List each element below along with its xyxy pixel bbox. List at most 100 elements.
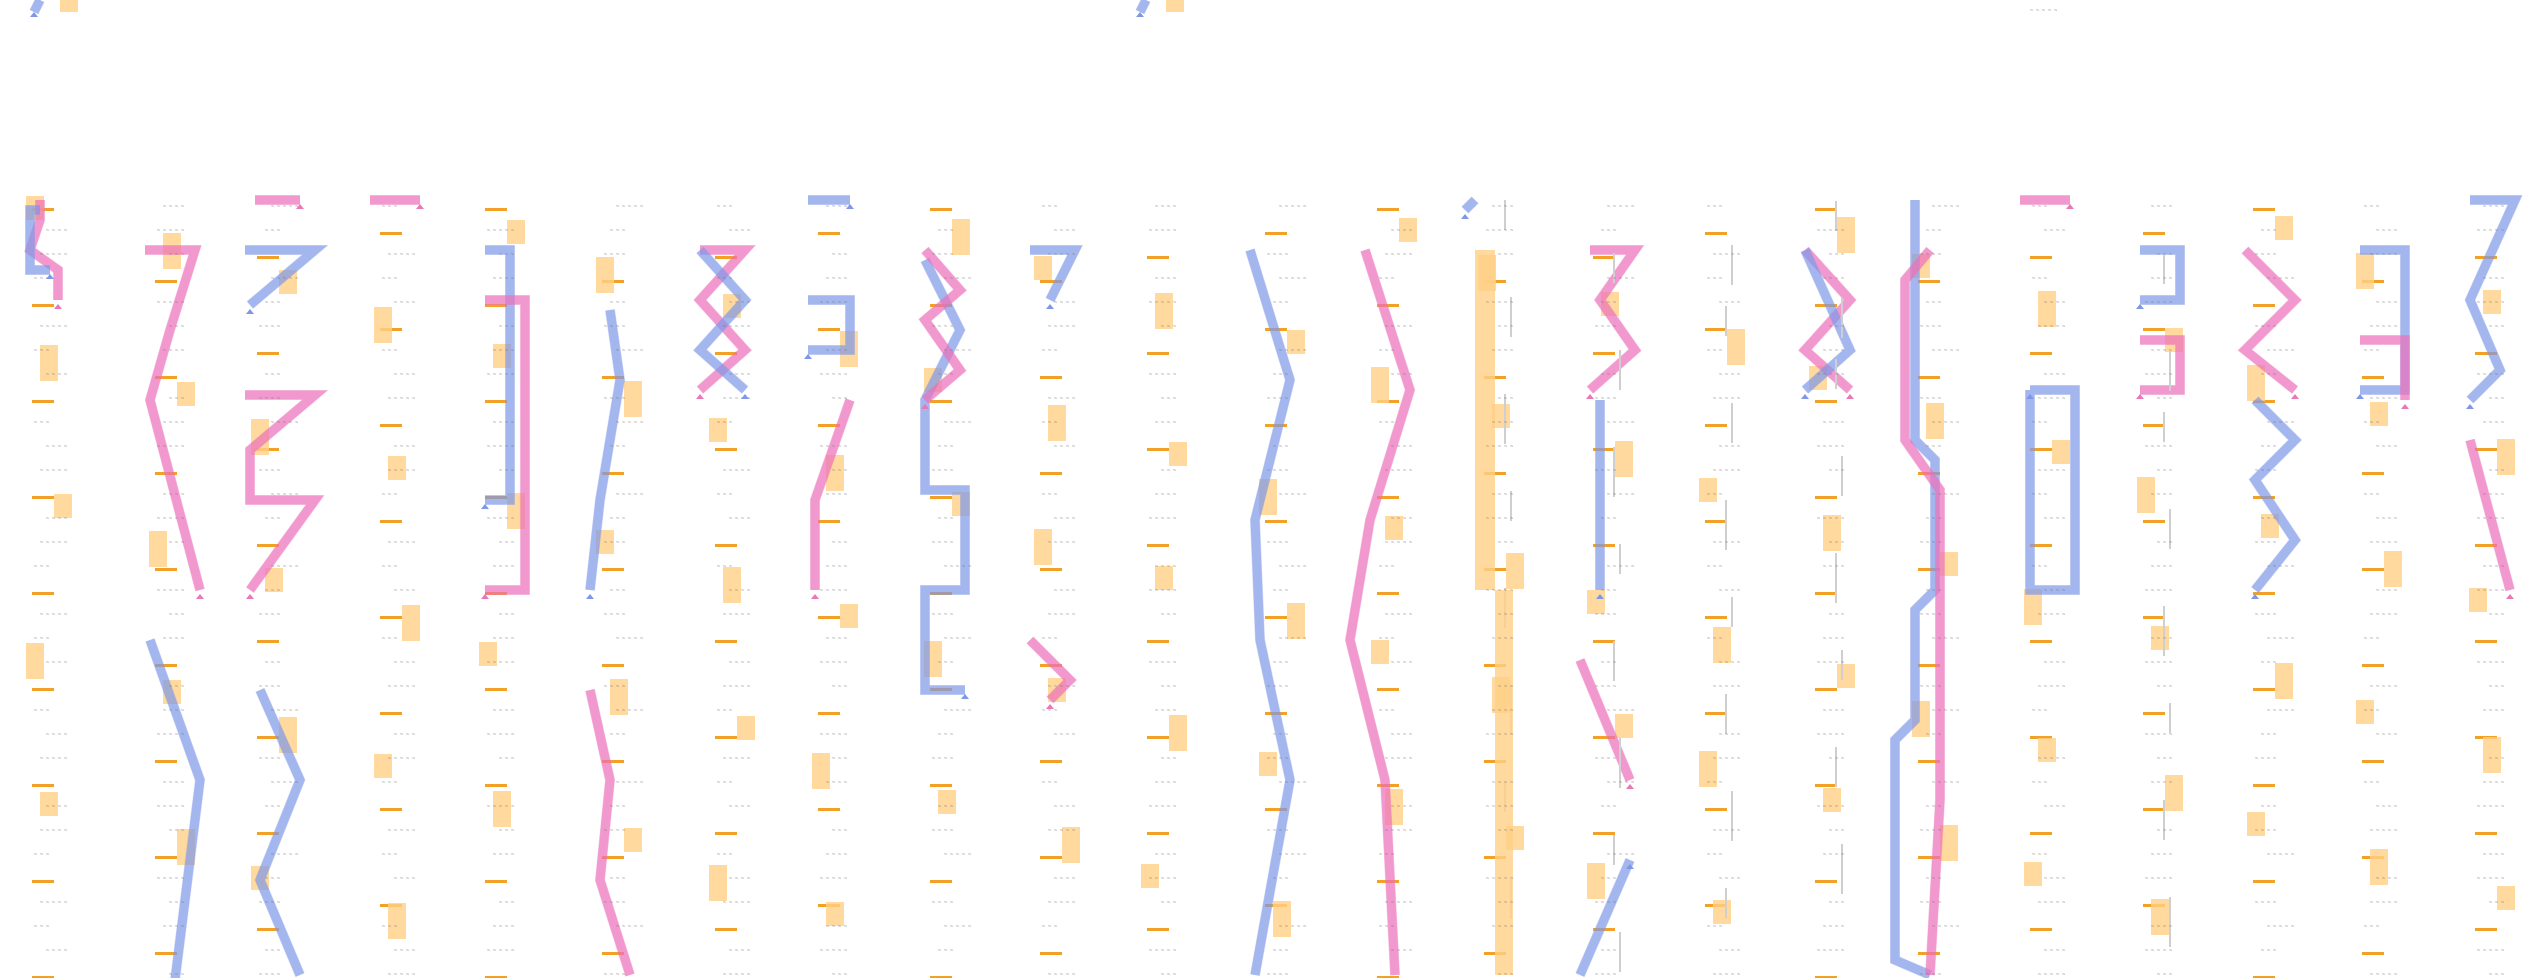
chevron-up-icon[interactable] xyxy=(1626,784,1634,789)
token-label: ~ ~ ~ ~ xyxy=(1155,852,1177,858)
chevron-up-icon[interactable] xyxy=(1461,214,1469,219)
token-label: ~ ~ ~ xyxy=(1498,396,1514,402)
chevron-up-icon[interactable] xyxy=(481,504,489,509)
token-label: ~ ~ ~ xyxy=(1273,732,1289,738)
grey-bar xyxy=(1731,403,1733,443)
chevron-up-icon[interactable] xyxy=(696,394,704,399)
token-label: ~ ~ ~ xyxy=(1379,852,1395,858)
token-label: ~ ~ ~ xyxy=(1707,924,1723,930)
token-label: ~ ~ ~ ~ xyxy=(604,900,626,906)
highlight-block xyxy=(1940,825,1958,861)
marker-line xyxy=(715,928,737,931)
chevron-up-icon[interactable] xyxy=(2291,394,2299,399)
token-label: ~ ~ ~ ~ ~ xyxy=(1048,540,1076,546)
token-label: ~ ~ ~ xyxy=(1601,228,1617,234)
blue-trace-fill xyxy=(2360,245,2410,395)
chevron-up-icon[interactable] xyxy=(2066,204,2074,209)
chevron-up-icon[interactable] xyxy=(1046,704,1054,709)
token-label: ~ ~ ~ xyxy=(1379,708,1395,714)
chevron-up-icon[interactable] xyxy=(2136,304,2144,309)
chevron-up-icon[interactable] xyxy=(196,594,204,599)
token-label: ~ ~ ~ xyxy=(717,204,733,210)
chevron-up-icon[interactable] xyxy=(741,394,749,399)
marker-line xyxy=(1815,688,1837,691)
token-label: ~ ~ ~ ~ ~ xyxy=(616,420,644,426)
token-label: ~ ~ ~ ~ xyxy=(604,612,626,618)
grey-bar xyxy=(2169,509,2171,549)
token-label: ~ ~ ~ ~ ~ xyxy=(2267,564,2295,570)
chevron-up-icon[interactable] xyxy=(2506,594,2514,599)
token-label: ~ ~ ~ xyxy=(499,468,515,474)
token-label: ~ ~ ~ xyxy=(938,660,954,666)
grey-bar xyxy=(2163,254,2165,284)
chevron-up-icon[interactable] xyxy=(846,204,854,209)
chevron-up-icon[interactable] xyxy=(1136,12,1144,17)
chevron-up-icon[interactable] xyxy=(2356,394,2364,399)
token-label: ~ ~ ~ ~ ~ xyxy=(1279,204,1307,210)
token-label: ~ ~ ~ ~ ~ xyxy=(157,876,185,882)
highlight-block xyxy=(709,865,727,901)
chevron-up-icon[interactable] xyxy=(1846,394,1854,399)
token-label: ~ ~ ~ ~ ~ xyxy=(157,804,185,810)
marker-line xyxy=(930,976,952,978)
token-label: ~ ~ ~ ~ xyxy=(932,756,954,762)
chevron-up-icon[interactable] xyxy=(1596,594,1604,599)
chevron-up-icon[interactable] xyxy=(2401,404,2409,409)
token-label: ~ ~ ~ ~ xyxy=(1054,876,1076,882)
token-label: ~ ~ ~ ~ xyxy=(729,804,751,810)
token-label: ~ ~ ~ xyxy=(1273,444,1289,450)
highlight-block xyxy=(493,791,511,827)
chevron-up-icon[interactable] xyxy=(416,204,424,209)
chevron-up-icon[interactable] xyxy=(1801,394,1809,399)
token-label: ~ ~ ~ ~ ~ xyxy=(1486,804,1514,810)
token-label: ~ ~ ~ xyxy=(2032,708,2048,714)
token-label: ~ ~ ~ ~ xyxy=(1391,228,1413,234)
marker-line xyxy=(485,880,507,883)
highlight-block xyxy=(2483,290,2501,314)
chevron-up-icon[interactable] xyxy=(30,12,38,17)
chevron-up-icon[interactable] xyxy=(246,309,254,314)
chevron-up-icon[interactable] xyxy=(961,694,969,699)
blue-trace xyxy=(485,245,515,505)
chevron-up-icon[interactable] xyxy=(811,594,819,599)
token-label: ~ ~ ~ ~ xyxy=(394,444,416,450)
token-label: ~ ~ ~ xyxy=(1926,804,1942,810)
chevron-up-icon[interactable] xyxy=(296,204,304,209)
chevron-up-icon[interactable] xyxy=(1046,304,1054,309)
chevron-up-icon[interactable] xyxy=(46,274,54,279)
chevron-up-icon[interactable] xyxy=(804,354,812,359)
marker-line xyxy=(485,304,507,307)
pink-trace-fill xyxy=(2238,246,2302,394)
token-label: ~ ~ ~ xyxy=(2157,972,2173,978)
chevron-up-icon[interactable] xyxy=(54,304,62,309)
token-label: ~ ~ ~ xyxy=(34,564,50,570)
chevron-up-icon[interactable] xyxy=(2136,394,2144,399)
marker-line xyxy=(257,256,279,259)
token-label: ~ ~ ~ xyxy=(2032,492,2048,498)
token-label: ~ ~ ~ ~ xyxy=(2376,732,2398,738)
highlight-block xyxy=(1273,901,1291,937)
chevron-up-icon[interactable] xyxy=(2251,594,2259,599)
chevron-up-icon[interactable] xyxy=(1586,394,1594,399)
marker-line xyxy=(1918,664,1940,667)
token-label: ~ ~ ~ ~ ~ xyxy=(2145,372,2173,378)
marker-line xyxy=(1593,832,1615,835)
chevron-up-icon[interactable] xyxy=(1626,864,1634,869)
chevron-up-icon[interactable] xyxy=(2026,394,2034,399)
token-label: ~ ~ ~ ~ ~ xyxy=(2267,420,2295,426)
token-label: ~ ~ ~ xyxy=(1498,900,1514,906)
token-label: ~ ~ ~ ~ xyxy=(2376,228,2398,234)
chevron-up-icon[interactable] xyxy=(2466,404,2474,409)
token-label: ~ ~ ~ ~ ~ xyxy=(2477,588,2505,594)
token-label: ~ ~ ~ ~ ~ xyxy=(2267,852,2295,858)
token-label: ~ ~ ~ ~ ~ xyxy=(1149,588,1177,594)
blue-trace xyxy=(1890,200,1940,978)
chevron-up-icon[interactable] xyxy=(586,594,594,599)
marker-line xyxy=(715,256,737,259)
chevron-up-icon[interactable] xyxy=(921,404,929,409)
marker-line xyxy=(1815,976,1837,978)
marker-line xyxy=(1815,496,1837,499)
chevron-up-icon[interactable] xyxy=(246,594,254,599)
marker-line xyxy=(1918,568,1940,571)
chevron-up-icon[interactable] xyxy=(481,594,489,599)
